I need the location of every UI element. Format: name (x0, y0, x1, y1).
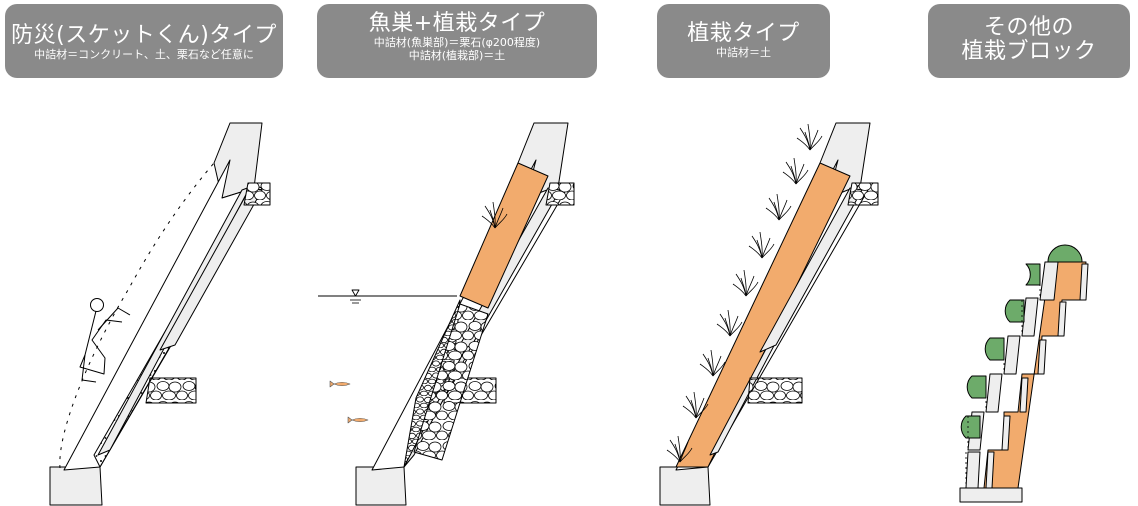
panel-subtitle: 中詰材(植栽部)＝土 (408, 49, 506, 62)
grass-icon (748, 231, 775, 259)
fish-icon (329, 380, 351, 388)
panel-subtitle: 中詰材(魚巣部)＝栗石(φ200程度) (373, 36, 541, 49)
panel-header-fishnest: 魚巣+植栽タイプ 中詰材(魚巣部)＝栗石(φ200程度) 中詰材(植栽部)＝土 (317, 4, 597, 78)
panel-title-line2: 植栽ブロック (961, 39, 1097, 64)
panel-header-planting: 植栽タイプ 中詰材＝土 (657, 4, 830, 78)
climber-figure (79, 298, 131, 383)
grass-icon (765, 193, 792, 221)
panel-title: 魚巣+植栽タイプ (368, 11, 546, 36)
grass-icon (732, 269, 759, 297)
panel-title: 植栽タイプ (687, 21, 800, 46)
grass-icon (716, 309, 743, 337)
diagram-canvas (49, 122, 1089, 506)
panel-subtitle: 中詰材＝土 (716, 46, 771, 59)
grass-icon (796, 123, 823, 151)
grass-icon (782, 157, 809, 185)
panel-header-other: その他の 植栽ブロック (928, 4, 1130, 78)
planting-type-wall (659, 122, 879, 506)
other-planting-blocks (959, 244, 1089, 503)
fishnest-type-wall (318, 122, 575, 506)
panel-header-disaster: 防災(スケットくん)タイプ 中詰材＝コンクリート、土、栗石など任意に (5, 4, 283, 78)
panel-subtitle: 中詰材＝コンクリート、土、栗石など任意に (34, 48, 254, 61)
fish-icon (347, 416, 369, 424)
panel-title: その他の (983, 15, 1074, 40)
panel-title: 防災(スケットくん)タイプ (11, 23, 277, 48)
disaster-type-wall (49, 122, 271, 506)
